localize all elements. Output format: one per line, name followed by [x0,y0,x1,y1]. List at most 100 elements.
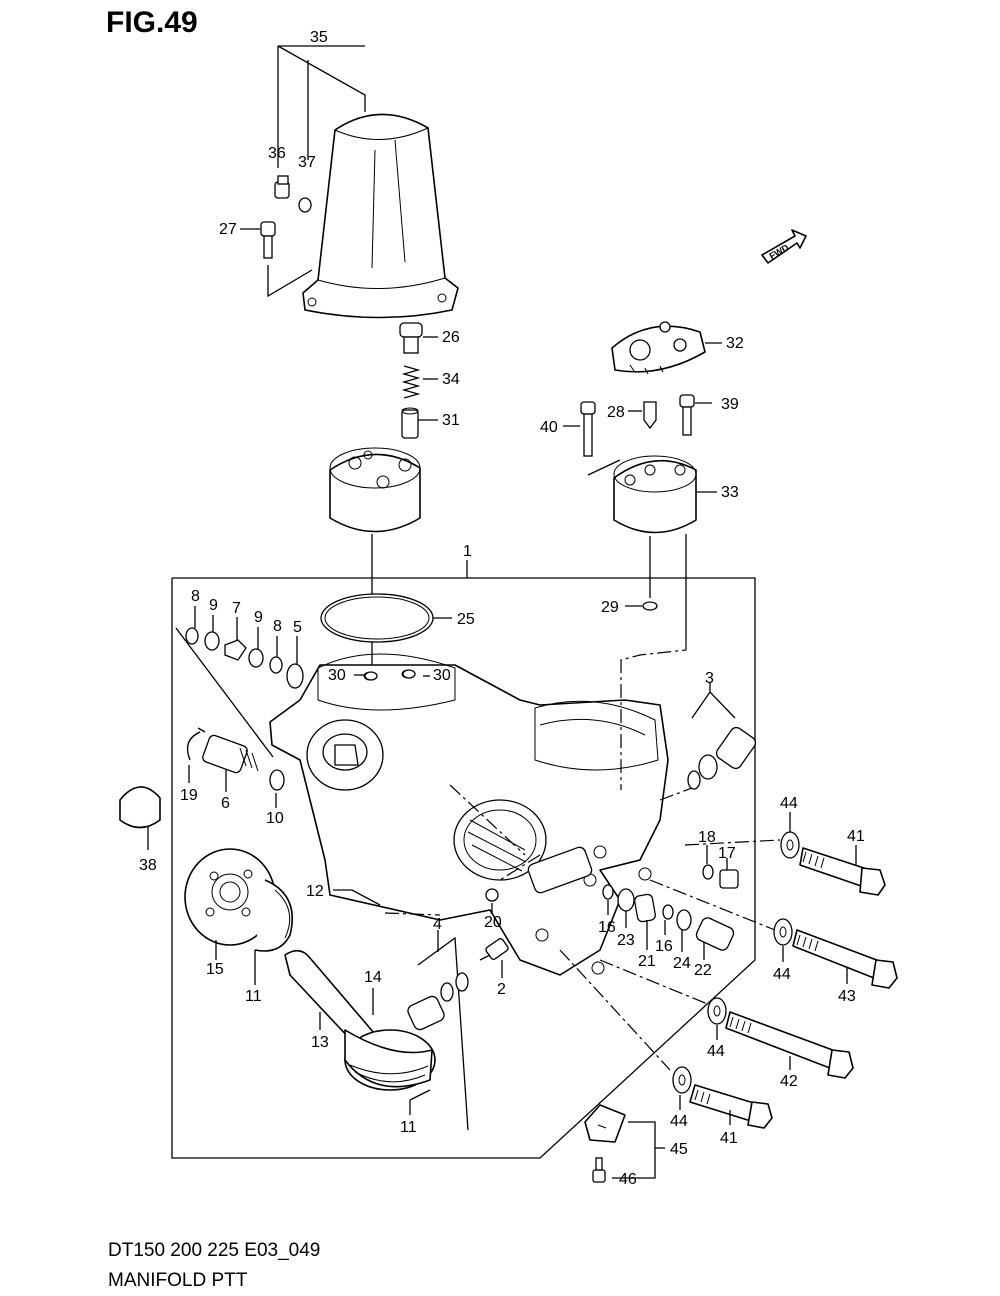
callout-15: 15 [206,961,224,978]
callout-36: 36 [268,145,286,162]
washer-44d-part [672,1066,692,1094]
callout-11a: 11 [245,988,262,1005]
callout-18: 18 [698,829,716,846]
callout-27: 27 [219,221,237,238]
washer-44b-part [773,918,793,946]
bolt-42-part [725,1011,854,1079]
o-ring-30a-part [364,671,378,681]
figure-subtitle: MANIFOLD PTT [108,1270,248,1291]
check-valve-3-part [687,726,757,790]
callout-22: 22 [694,962,712,979]
valve-28-part [643,401,657,430]
callout-44c: 44 [707,1043,725,1060]
callout-42: 42 [780,1073,798,1090]
washer-44a-part [780,831,800,859]
callout-12: 12 [306,883,324,900]
callout-21: 21 [638,953,656,970]
callout-7: 7 [232,600,241,617]
callout-37: 37 [298,154,316,171]
callout-28: 28 [607,404,625,421]
valve-2-part [479,938,509,961]
callout-26: 26 [442,329,460,346]
right-valve-block-33-part [613,455,697,534]
callout-20: 20 [484,914,502,931]
o-ring-30b-part [402,669,416,679]
callout-9b: 9 [254,609,263,626]
piston-15-part [184,848,294,952]
o-ring-29-part [642,601,658,611]
bolt-41a-part [799,847,886,896]
callout-11b: 11 [400,1119,417,1136]
spring-34-part [401,365,421,399]
callout-8b: 8 [273,618,282,635]
callout-17: 17 [718,845,736,862]
o-ring-25-part [320,593,434,643]
callout-39: 39 [721,396,739,413]
washer-44c-part [707,997,727,1025]
fitting-20-part [485,888,499,902]
callout-25: 25 [457,611,475,628]
reservoir-cover-part [302,113,459,319]
callout-6: 6 [221,795,230,812]
callout-3: 3 [705,670,714,687]
callout-33: 33 [721,484,739,501]
callout-19: 19 [180,787,198,804]
plug-6-part [202,734,259,774]
cap-38-part [119,786,161,829]
bolt-40-part [580,401,596,457]
figure-footer: DT150 200 225 E03_049 MANIFOLD PTT [108,1236,320,1296]
callout-5: 5 [293,619,302,636]
bolt-46-part [592,1157,606,1183]
callout-23: 23 [617,932,635,949]
callout-38: 38 [139,857,157,874]
bolt-41b-part [689,1084,773,1129]
callout-2: 2 [497,981,506,998]
callout-32: 32 [726,335,744,352]
fwd-arrow-icon: FWD [761,229,807,264]
callout-30a: 30 [328,667,346,684]
callout-35: 35 [310,29,328,46]
callout-29: 29 [601,599,619,616]
cylinder-14-part [344,1029,436,1091]
relief-valve-cluster-part [602,884,735,951]
callout-45: 45 [670,1141,688,1158]
callout-44d: 44 [670,1113,688,1130]
callout-44a: 44 [780,795,798,812]
left-valve-block-part [329,447,421,533]
callout-10: 10 [266,810,284,827]
figure-title: FIG.49 [106,6,198,39]
plug-26-part [399,322,423,354]
callout-43: 43 [838,988,856,1005]
model-code: DT150 200 225 E03_049 [108,1240,321,1261]
callout-8a: 8 [191,588,200,605]
plug-17-part [719,869,739,889]
bolt-39-part [679,394,695,436]
block-45-part [584,1104,626,1143]
callout-30b: 30 [433,667,451,684]
callout-4: 4 [433,916,442,933]
callout-16b: 16 [655,938,673,955]
valve-4-part [407,972,469,1031]
bolt-27-part [260,221,276,259]
manifold-body-part [269,653,669,976]
o-ring-37-part [298,197,312,213]
circlip-19-part [186,727,206,761]
callout-40: 40 [540,419,558,436]
plug-36-part [274,175,290,199]
plate-32-part [611,321,706,375]
bolt-43-part [792,929,898,989]
callout-13: 13 [311,1034,329,1051]
callout-44b: 44 [773,966,791,983]
callout-9a: 9 [209,597,218,614]
callout-34: 34 [442,371,460,388]
callout-31: 31 [442,412,460,429]
callout-24: 24 [673,955,691,972]
left-small-parts-stack [185,627,304,689]
callout-41b: 41 [720,1130,738,1147]
callout-16a: 16 [598,919,616,936]
o-ring-18-part [702,864,714,880]
callout-14: 14 [364,969,382,986]
o-ring-10-part [269,769,285,791]
callout-46: 46 [619,1171,637,1188]
callout-1: 1 [463,543,472,560]
